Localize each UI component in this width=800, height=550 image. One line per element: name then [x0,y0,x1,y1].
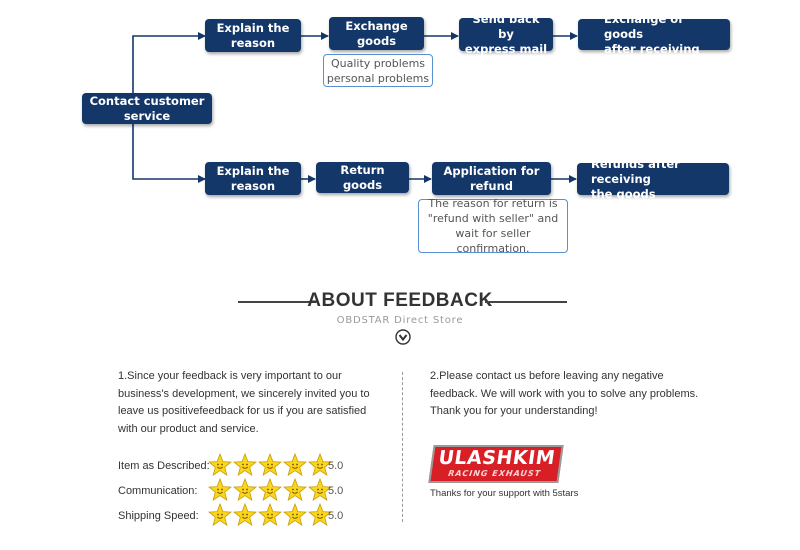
star-icon [258,453,282,477]
application-for-refund-box: Application for refund [432,162,551,195]
logo-main-text: ULASHKIM [437,447,557,469]
rating-score-item: 5.0 [328,460,344,472]
feedback-title-line-right [485,301,567,303]
chevron-down-circle-icon [395,329,411,345]
bottom-explain-reason-box: Explain the reason [205,162,301,195]
send-back-box: Send back by express mail [459,12,553,56]
star-icon [258,503,282,527]
rating-label-item: Item as Described: [118,460,210,472]
star-icon [283,453,307,477]
refunds-after-receiving-box: Refunds after receiving the goods [577,157,729,201]
star-icon [208,503,232,527]
top-note-box: Quality problems personal problems [323,54,433,87]
rating-label-shipping: Shipping Speed: [118,510,199,522]
star-icon [208,453,232,477]
rating-stars-communication [208,478,332,502]
star-icon [233,453,257,477]
rating-score-communication: 5.0 [328,485,344,497]
flow-connectors [132,32,578,183]
ulashkim-logo: ULASHKIM RACING EXHAUST [428,445,564,483]
star-icon [308,503,332,527]
star-icon [308,478,332,502]
column-divider [402,372,403,522]
star-icon [233,503,257,527]
star-icon [208,478,232,502]
exchange-goods-box: Exchange goods [329,17,424,50]
feedback-subtitle: OBDSTAR Direct Store [336,315,464,326]
return-goods-box: Return goods [316,162,409,193]
star-icon [283,503,307,527]
star-icon [233,478,257,502]
rating-stars-shipping [208,503,332,527]
feedback-title: ABOUT FEEDBACK [307,290,493,311]
star-icon [308,453,332,477]
feedback-right-text: 2.Please contact us before leaving any n… [430,370,699,417]
exchange-after-receiving-box: Exchange of goods after receiving [578,12,730,56]
thanks-text: Thanks for your support with 5stars [430,488,579,499]
rating-label-communication: Communication: [118,485,198,497]
rating-score-shipping: 5.0 [328,510,344,522]
feedback-title-line-left [238,301,316,303]
contact-customer-service-box: Contact customer service [82,93,212,124]
star-icon [283,478,307,502]
star-icon [258,478,282,502]
logo-sub-text: RACING EXHAUST [447,469,542,478]
bottom-note-box: The reason for return is "refund with se… [418,197,568,255]
rating-stars-item [208,453,332,477]
feedback-left-text: 1.Since your feedback is very important … [118,370,370,435]
top-explain-reason-box: Explain the reason [205,19,301,52]
